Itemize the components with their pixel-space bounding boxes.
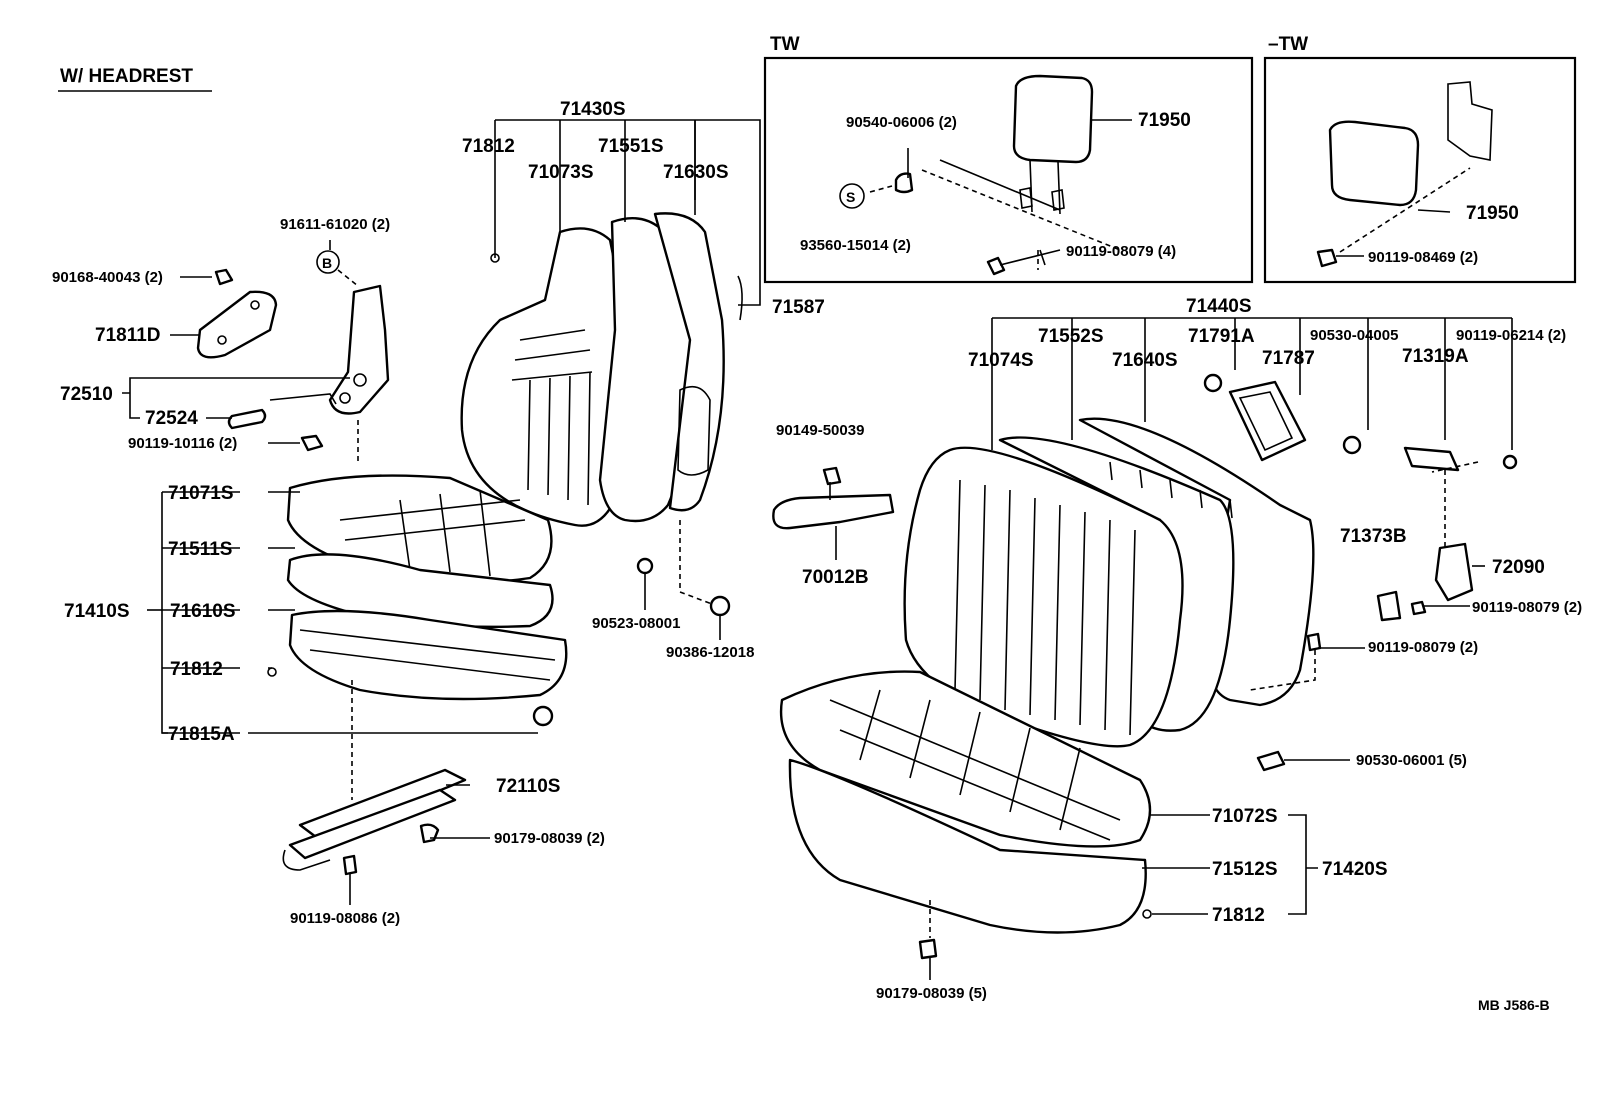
label-90119-06214: 90119-06214 (2): [1456, 327, 1566, 344]
part-labels: 71430S 71812 71073S 71551S 71630S 71587 …: [52, 99, 1582, 1013]
label-71073S: 71073S: [528, 162, 594, 183]
label-71812-top: 71812: [462, 136, 515, 157]
label-71319A: 71319A: [1402, 346, 1469, 367]
label-71630S: 71630S: [663, 162, 729, 183]
label-71815A: 71815A: [168, 724, 235, 745]
label-71950-no-tw: 71950: [1466, 203, 1519, 224]
label-71812-left: 71812: [170, 659, 223, 680]
bench-hardware-drawing: [918, 373, 1518, 960]
label-90530-04005: 90530-04005: [1310, 327, 1398, 344]
label-71071S: 71071S: [168, 483, 234, 504]
front-seat-cushion-drawing: [286, 474, 568, 701]
recliner-hardware-drawing: B: [196, 250, 390, 452]
label-72090: 72090: [1492, 557, 1545, 578]
inset-no-tw-box: [1263, 56, 1577, 284]
center-fasteners-drawing: [267, 466, 895, 727]
label-72510: 72510: [60, 384, 113, 405]
label-90119-08079-2b: 90119-08079 (2): [1368, 639, 1478, 656]
inset-tw-box: [763, 56, 1254, 284]
label-71512S: 71512S: [1212, 859, 1278, 880]
label-71640S: 71640S: [1112, 350, 1178, 371]
inset-no-tw-label: –TW: [1268, 34, 1308, 55]
callout-b: B: [322, 255, 332, 271]
label-71552S: 71552S: [1038, 326, 1104, 347]
label-71551S: 71551S: [598, 136, 664, 157]
bench-seatback-drawing: [903, 417, 1315, 748]
tw-headrest-drawing: S: [839, 74, 1094, 276]
label-72524: 72524: [145, 408, 198, 429]
leader-lines: [122, 119, 1513, 980]
label-90179-08039-5: 90179-08039 (5): [876, 985, 987, 1002]
label-90179-08039-2: 90179-08039 (2): [494, 830, 605, 847]
front-seatback-drawing: [460, 212, 743, 527]
label-90119-08079-4: 90119-08079 (4): [1066, 243, 1176, 260]
label-71410S: 71410S: [64, 601, 130, 622]
bench-cushion-drawing: [779, 670, 1152, 934]
label-90530-06001: 90530-06001 (5): [1356, 752, 1467, 769]
label-90540-06006: 90540-06006 (2): [846, 114, 957, 131]
label-71787: 71787: [1262, 348, 1315, 369]
label-71811D: 71811D: [95, 325, 161, 346]
label-90386-12018: 90386-12018: [666, 644, 754, 661]
label-71440S: 71440S: [1186, 296, 1252, 317]
seat-track-drawing: [282, 768, 467, 876]
label-90168-40043: 90168-40043 (2): [52, 269, 163, 286]
label-72110S: 72110S: [496, 776, 560, 797]
label-71950-tw: 71950: [1138, 110, 1191, 131]
label-70012B: 70012B: [802, 567, 869, 588]
no-tw-headrest-drawing: [1316, 81, 1493, 268]
label-91611-61020: 91611-61020 (2): [280, 216, 390, 233]
callout-s: S: [846, 189, 855, 205]
label-71610S: 71610S: [170, 601, 236, 622]
label-71430S: 71430S: [560, 99, 626, 120]
label-90149-50039: 90149-50039: [776, 422, 864, 439]
diagram-title: W/ HEADREST: [60, 66, 193, 87]
label-71511S: 71511S: [168, 539, 232, 560]
label-71791A: 71791A: [1188, 326, 1255, 347]
label-71074S: 71074S: [968, 350, 1034, 371]
inset-tw-label: TW: [770, 34, 800, 55]
label-71072S: 71072S: [1212, 806, 1278, 827]
label-71420S: 71420S: [1322, 859, 1388, 880]
label-90119-08086: 90119-08086 (2): [290, 910, 400, 927]
label-90119-08469: 90119-08469 (2): [1368, 249, 1478, 266]
label-90523-08001: 90523-08001: [592, 615, 680, 632]
label-71812-bench: 71812: [1212, 905, 1265, 926]
label-90119-10116: 90119-10116 (2): [128, 435, 237, 452]
label-71373B: 71373B: [1340, 526, 1407, 547]
label-90119-08079-2a: 90119-08079 (2): [1472, 599, 1582, 616]
label-71587: 71587: [772, 297, 825, 318]
label-93560-15014: 93560-15014 (2): [800, 237, 911, 254]
diagram-code: MB J586-B: [1478, 997, 1550, 1013]
